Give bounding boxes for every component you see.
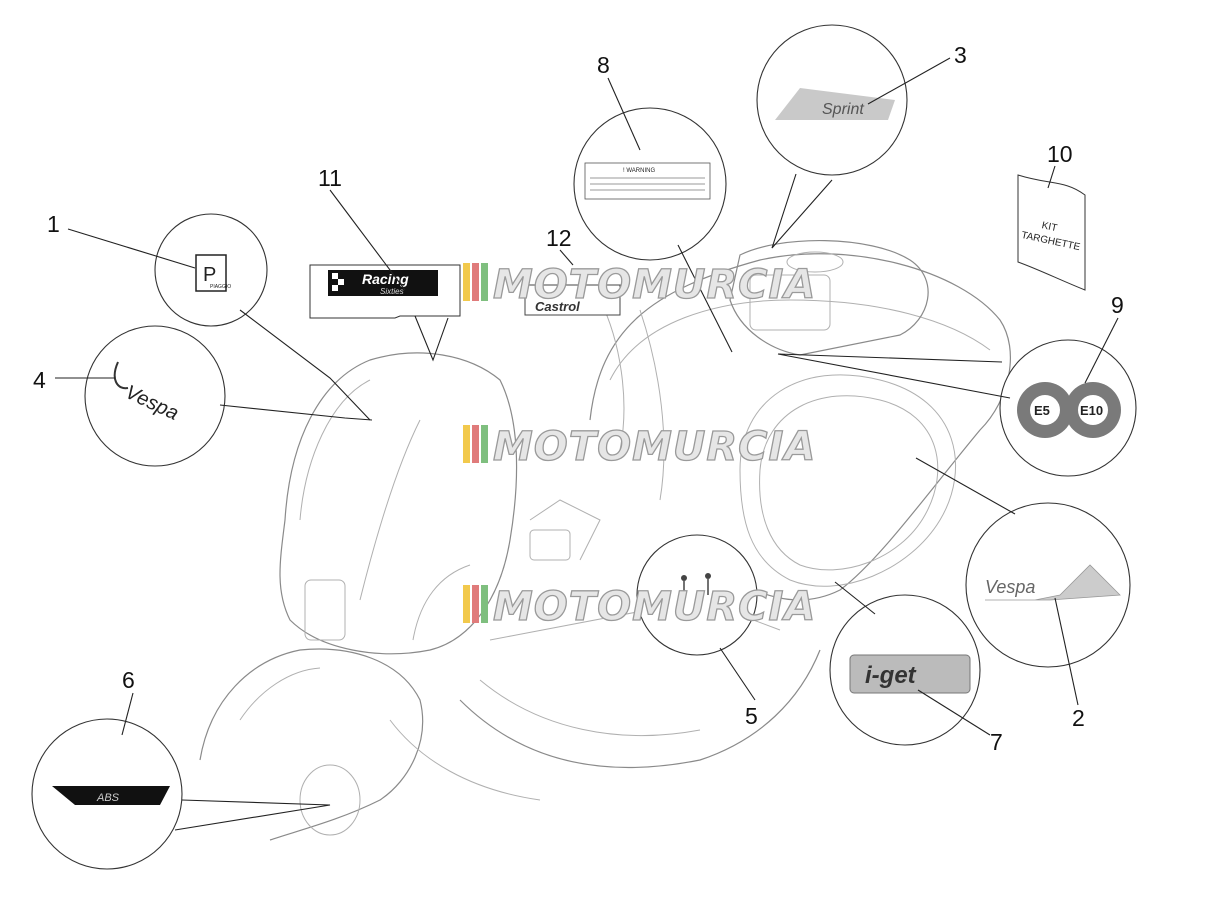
- watermark-bottom: MOTOMURCIA: [463, 583, 816, 631]
- callout-4-vespa-badge[interactable]: Vespa 4: [33, 325, 373, 467]
- kit-label: KIT: [1041, 220, 1059, 234]
- callout-number: 2: [1072, 705, 1085, 731]
- callout-number: 8: [597, 52, 610, 78]
- iget-label: i-get: [865, 662, 917, 689]
- callout-8-warning-label[interactable]: ! WARNING 8: [573, 52, 733, 353]
- callout-12-castrol-decal[interactable]: Castrol 12: [524, 225, 621, 316]
- e5-label: E5: [1034, 403, 1050, 418]
- callout-number: 4: [33, 367, 46, 393]
- callout-number: 6: [122, 667, 135, 693]
- watermark-middle: MOTOMURCIA: [463, 423, 816, 471]
- piaggio-label: PIAGGIO: [210, 284, 231, 290]
- abs-label: ABS: [96, 792, 120, 804]
- callout-9-fuel-badge[interactable]: E5 E10 9: [777, 292, 1137, 477]
- callout-10-kit-targhette[interactable]: KIT TARGHETTE 10: [1017, 141, 1086, 291]
- svg-text:P: P: [203, 264, 216, 286]
- svg-text:MOTOMURCIA: MOTOMURCIA: [493, 584, 816, 630]
- callout-11-racing-decal[interactable]: Racing Sixties 11: [309, 165, 461, 362]
- scooter-outline: [199, 240, 1011, 841]
- sprint-label: Sprint: [822, 101, 864, 118]
- warning-title: ! WARNING: [623, 168, 655, 174]
- callout-7-iget-badge[interactable]: i-get 7: [829, 581, 1003, 755]
- callout-number: 7: [990, 729, 1003, 755]
- callout-number: 1: [47, 211, 60, 237]
- svg-text:MOTOMURCIA: MOTOMURCIA: [493, 424, 816, 470]
- callout-number: 3: [954, 42, 967, 68]
- racing-label: Racing: [362, 271, 409, 287]
- castrol-label: Castrol: [535, 299, 580, 314]
- vespa-decal-label: Vespa: [985, 577, 1035, 597]
- callout-number: 9: [1111, 292, 1124, 318]
- sixties-label: Sixties: [380, 287, 404, 296]
- callout-1-plate[interactable]: P PIAGGIO 1: [47, 211, 371, 421]
- callout-3-sprint-decal[interactable]: Sprint 3: [756, 24, 967, 249]
- svg-text:MOTOMURCIA: MOTOMURCIA: [493, 262, 816, 308]
- callout-5-child-warning[interactable]: 5: [636, 534, 758, 729]
- callout-number: 11: [318, 165, 342, 191]
- e10-label: E10: [1080, 403, 1103, 418]
- callout-number: 10: [1047, 141, 1073, 167]
- callout-2-vespa-decal[interactable]: Vespa 2: [915, 457, 1131, 731]
- callout-number: 12: [546, 225, 572, 251]
- callout-number: 5: [745, 703, 758, 729]
- watermark-top: MOTOMURCIA: [463, 261, 816, 309]
- callout-6-abs-badge[interactable]: ABS 6: [31, 667, 331, 870]
